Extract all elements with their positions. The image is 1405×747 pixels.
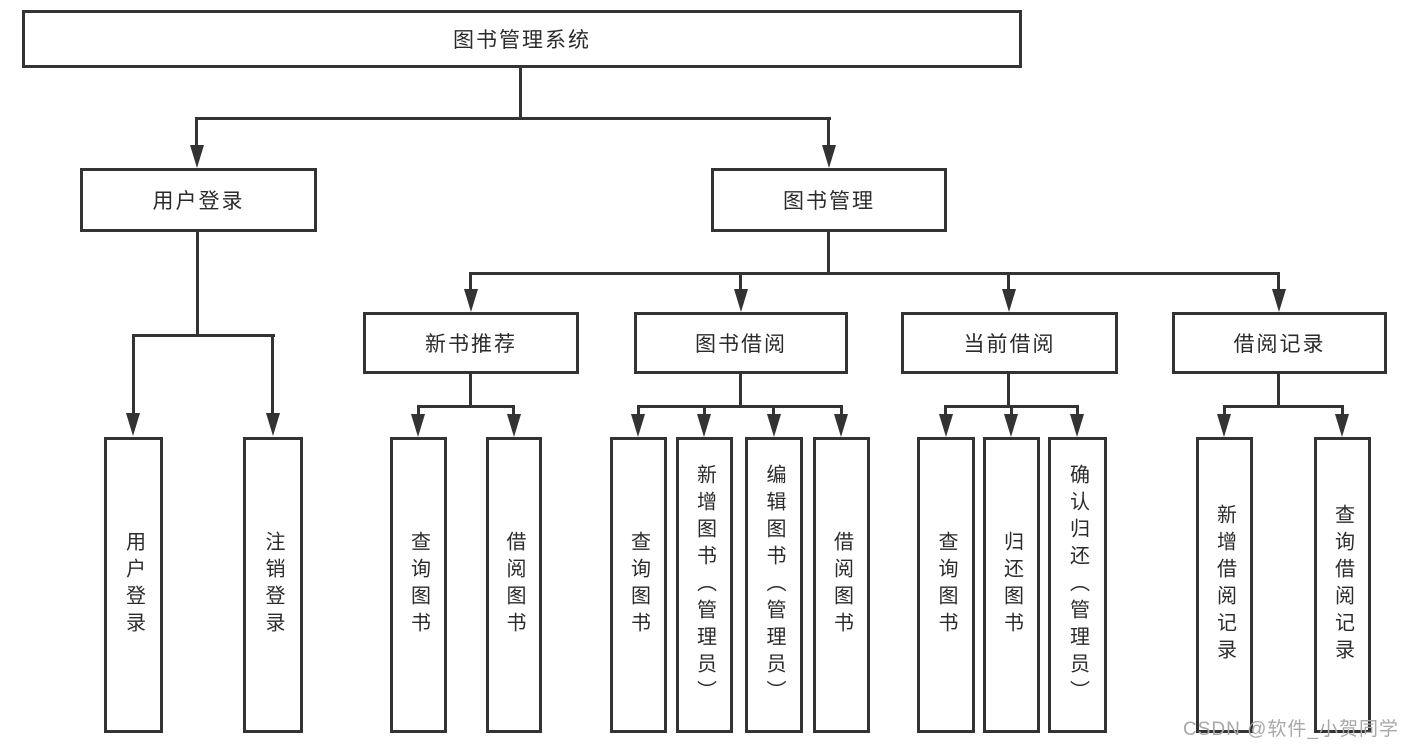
connector-book-management-stem [827,232,830,274]
leaf-records-add: 新增借阅记录 [1196,437,1253,733]
leaf-records-query: 查询借阅记录 [1314,437,1371,733]
leaf-newbook-query: 查询图书 [390,437,447,733]
leaf-newbook-query-label: 查询图书 [407,531,430,639]
node-library-system: 图书管理系统 [22,10,1022,68]
connector-book-borrow-stem [739,374,742,407]
arrowhead-book-management [822,145,836,168]
arrowhead-book-borrow [734,289,748,312]
connector-to-leaf-bb-add [703,405,706,417]
leaf-current-return: 归还图书 [983,437,1040,733]
node-current-borrow-label: 当前借阅 [963,333,1056,356]
arrowhead-new-book [464,289,478,312]
arrowhead-leaf-user-login [126,413,140,436]
connector-root-bus [197,117,831,120]
leaf-newbook-borrow-label: 借阅图书 [503,531,525,639]
node-user-login-label: 用户登录 [152,190,245,213]
arrowhead-leaf-nb-borrow [507,414,521,437]
connector-to-user-login [195,117,198,149]
leaf-borrow-edit-book: 编辑图书（管理员） [745,437,803,733]
connector-new-book-stem [469,374,472,407]
leaf-logout-label: 注销登录 [262,531,284,639]
connector-new-book-bus [417,405,515,408]
leaf-records-add-label: 新增借阅记录 [1213,504,1236,666]
arrowhead-leaf-cb-return [1004,414,1018,437]
leaf-current-confirm-return: 确认归还（管理员） [1048,437,1107,733]
node-book-management-label: 图书管理 [783,190,875,213]
connector-to-book-management [827,117,830,149]
arrowhead-leaf-bb-borrow [834,414,848,437]
node-new-book-recommend: 新书推荐 [363,312,579,374]
connector-to-leaf-bb-borrow [840,405,843,417]
csdn-watermark: CSDN @软件_小贺同学 [1183,719,1399,740]
arrowhead-user-login [190,145,204,168]
leaf-user-login-label: 用户登录 [122,531,145,639]
connector-to-leaf-cb-return [1010,405,1013,417]
connector-to-borrow-records [1277,272,1280,292]
arrowhead-leaf-cb-confirm [1070,414,1084,437]
connector-to-leaf-logout [271,334,274,416]
node-book-borrow: 图书借阅 [634,312,848,374]
arrowhead-leaf-bb-query [631,414,645,437]
node-user-login: 用户登录 [80,168,317,232]
arrowhead-current-borrow [1002,289,1016,312]
connector-user-login-stem [196,232,199,335]
leaf-logout: 注销登录 [243,437,303,733]
arrowhead-leaf-logout [266,413,280,436]
arrowhead-leaf-bb-edit [767,414,781,437]
connector-to-leaf-bb-edit [772,405,775,417]
arrowhead-leaf-cb-query [939,414,953,437]
connector-to-book-borrow [739,272,742,292]
leaf-borrow-query-label: 查询图书 [627,531,650,639]
node-book-management: 图书管理 [711,168,947,232]
leaf-current-query-label: 查询图书 [935,531,957,639]
leaf-current-confirm-return-label: 确认归还（管理员） [1066,463,1089,707]
node-current-borrow: 当前借阅 [901,312,1118,374]
connector-book-management-bus [469,272,1280,275]
connector-to-new-book [469,272,472,292]
connector-to-leaf-user-login [132,334,135,416]
arrowhead-leaf-br-add [1217,414,1231,437]
connector-to-leaf-nb-borrow [512,405,515,417]
connector-to-leaf-nb-query [417,405,420,417]
connector-root-stem [519,68,522,118]
connector-to-leaf-cb-query [944,405,947,417]
connector-borrow-records-stem [1277,374,1280,407]
node-new-book-recommend-label: 新书推荐 [425,333,517,356]
arrowhead-leaf-br-query [1335,414,1349,437]
leaf-user-login: 用户登录 [104,437,163,733]
leaf-current-query: 查询图书 [917,437,975,733]
connector-to-leaf-br-query [1341,405,1344,417]
connector-user-login-bus [132,334,275,337]
node-library-system-label: 图书管理系统 [453,29,591,52]
leaf-records-query-label: 查询借阅记录 [1331,504,1354,666]
connector-borrow-records-bus [1223,405,1343,408]
leaf-borrow-query: 查询图书 [610,437,667,733]
arrowhead-leaf-nb-query [411,414,425,437]
connector-book-borrow-bus [637,405,842,408]
connector-to-current-borrow [1007,272,1010,292]
leaf-current-return-label: 归还图书 [1000,531,1023,639]
leaf-borrow-edit-book-label: 编辑图书（管理员） [763,463,785,707]
node-borrow-records-label: 借阅记录 [1233,333,1326,356]
arrowhead-leaf-bb-add [697,414,711,437]
node-book-borrow-label: 图书借阅 [695,333,787,356]
leaf-borrow-add-book-label: 新增图书（管理员） [693,463,716,707]
connector-current-borrow-stem [1007,374,1010,407]
connector-to-leaf-br-add [1223,405,1226,417]
leaf-borrow-borrow-book-label: 借阅图书 [830,531,853,639]
connector-to-leaf-cb-confirm [1076,405,1079,417]
leaf-borrow-add-book: 新增图书（管理员） [676,437,733,733]
node-borrow-records: 借阅记录 [1172,312,1387,374]
connector-to-leaf-bb-query [637,405,640,417]
leaf-borrow-borrow-book: 借阅图书 [813,437,870,733]
arrowhead-borrow-records [1272,289,1286,312]
leaf-newbook-borrow: 借阅图书 [486,437,542,733]
